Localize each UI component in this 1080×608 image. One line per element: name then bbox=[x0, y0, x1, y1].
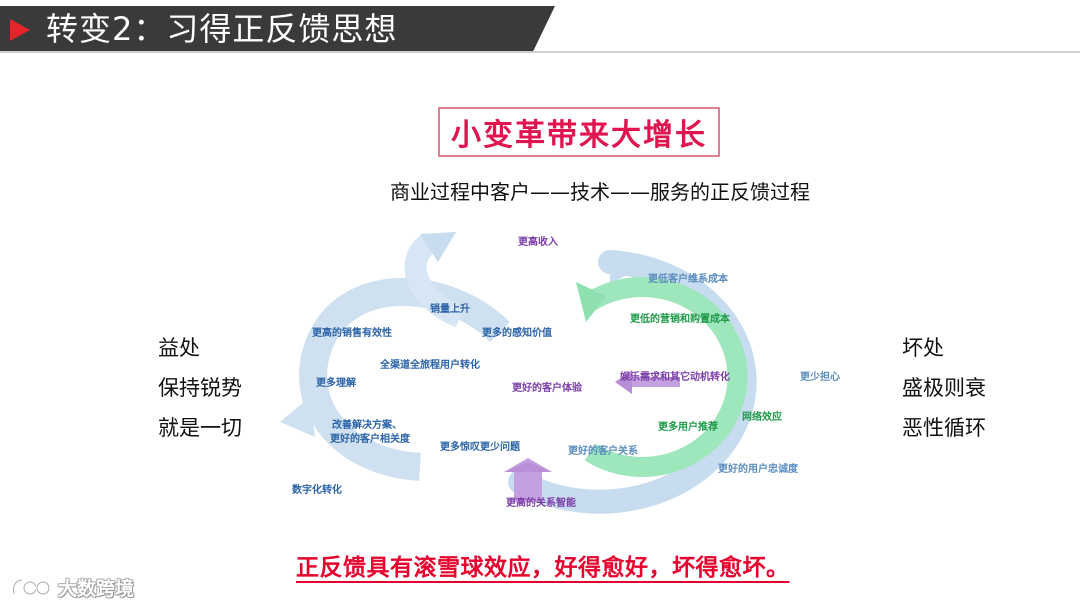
drawbacks-item: 盛极则衰 bbox=[902, 368, 986, 408]
label-more-recommend: 更多用户推荐 bbox=[658, 422, 718, 434]
label-better-loyalty: 更好的用户忠诚度 bbox=[718, 464, 798, 476]
label-less-worry: 更少担心 bbox=[800, 372, 840, 384]
boxed-title: 小变革带来大增长 bbox=[438, 107, 720, 157]
label-lower-maintenance: 更低客户维系成本 bbox=[648, 274, 728, 286]
subtitle: 商业过程中客户——技术——服务的正反馈过程 bbox=[300, 176, 900, 205]
label-relevance: 更好的客户相关度 bbox=[330, 434, 410, 446]
label-digitalization: 数字化转化 bbox=[292, 485, 342, 497]
label-lower-marketing-cost: 更低的营销和购置成本 bbox=[630, 314, 730, 326]
label-solutions: 改善解决方案、 bbox=[332, 420, 402, 432]
header-divider bbox=[0, 51, 1080, 53]
drawbacks-heading: 坏处 bbox=[902, 328, 986, 368]
conclusion-statement: 正反馈具有滚雪球效应，好得愈好，坏得愈坏。 bbox=[296, 548, 790, 582]
drawbacks-item: 恶性循环 bbox=[902, 408, 986, 448]
header: 转变2：习得正反馈思想 bbox=[0, 0, 1080, 52]
purple-arrow-tip bbox=[504, 462, 552, 472]
label-more-understanding: 更多理解 bbox=[316, 378, 356, 390]
benefits-item: 就是一切 bbox=[158, 408, 242, 448]
label-more-surprise: 更多惊叹更少问题 bbox=[440, 442, 520, 454]
play-triangle-icon bbox=[10, 19, 30, 41]
label-higher-income: 更高收入 bbox=[518, 237, 558, 249]
watermark-logo-icon bbox=[10, 576, 52, 598]
drawbacks-list: 坏处 盛极则衰 恶性循环 bbox=[902, 328, 986, 448]
label-better-experience: 更好的客户体验 bbox=[512, 383, 582, 395]
label-sales-up: 销量上升 bbox=[430, 304, 470, 316]
benefits-heading: 益处 bbox=[158, 328, 242, 368]
feedback-loop-diagram: 更高收入 更低客户维系成本 销量上升 更高的销售有效性 更多的感知价值 更低的营… bbox=[260, 222, 840, 542]
label-network-effect: 网络效应 bbox=[742, 412, 782, 424]
benefits-list: 益处 保持锐势 就是一切 bbox=[158, 328, 242, 448]
watermark: 大数跨境 bbox=[10, 574, 134, 600]
watermark-text: 大数跨境 bbox=[58, 574, 134, 601]
label-relationship-intel: 更高的关系智能 bbox=[506, 498, 576, 510]
label-entertainment: 娱乐需求和其它动机转化 bbox=[620, 372, 730, 384]
blue-arrowhead-left bbox=[280, 397, 315, 437]
label-omnichannel: 全渠道全旅程用户转化 bbox=[380, 360, 480, 372]
label-better-relationship: 更好的客户关系 bbox=[568, 446, 638, 458]
page-title: 转变2：习得正反馈思想 bbox=[46, 8, 397, 50]
label-more-perceived-value: 更多的感知价值 bbox=[482, 328, 552, 340]
benefits-item: 保持锐势 bbox=[158, 368, 242, 408]
label-higher-sales-eff: 更高的销售有效性 bbox=[312, 328, 392, 340]
